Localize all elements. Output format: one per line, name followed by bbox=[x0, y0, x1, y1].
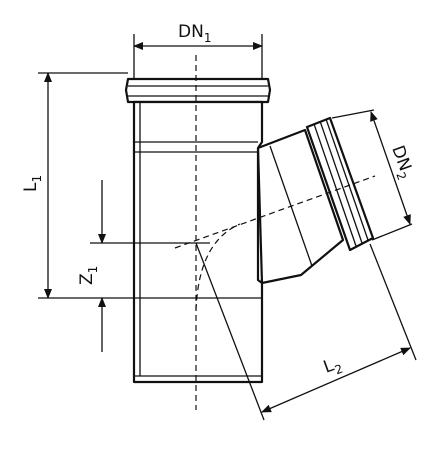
dimension-l2: L2 bbox=[195, 242, 417, 421]
z1-label: Z1 bbox=[77, 266, 100, 285]
dn1-label: DN1 bbox=[178, 22, 211, 45]
center-lines bbox=[174, 55, 376, 410]
main-pipe bbox=[124, 77, 272, 384]
l2-label: L2 bbox=[321, 353, 345, 380]
branch-pipe bbox=[256, 116, 375, 285]
l1-label: L1 bbox=[21, 175, 44, 192]
dn2-label: DN2 bbox=[384, 143, 417, 182]
dimension-dn1: DN1 bbox=[133, 22, 263, 80]
dimension-z1: Z1 bbox=[77, 180, 210, 352]
dimension-l1: L1 bbox=[21, 72, 262, 299]
